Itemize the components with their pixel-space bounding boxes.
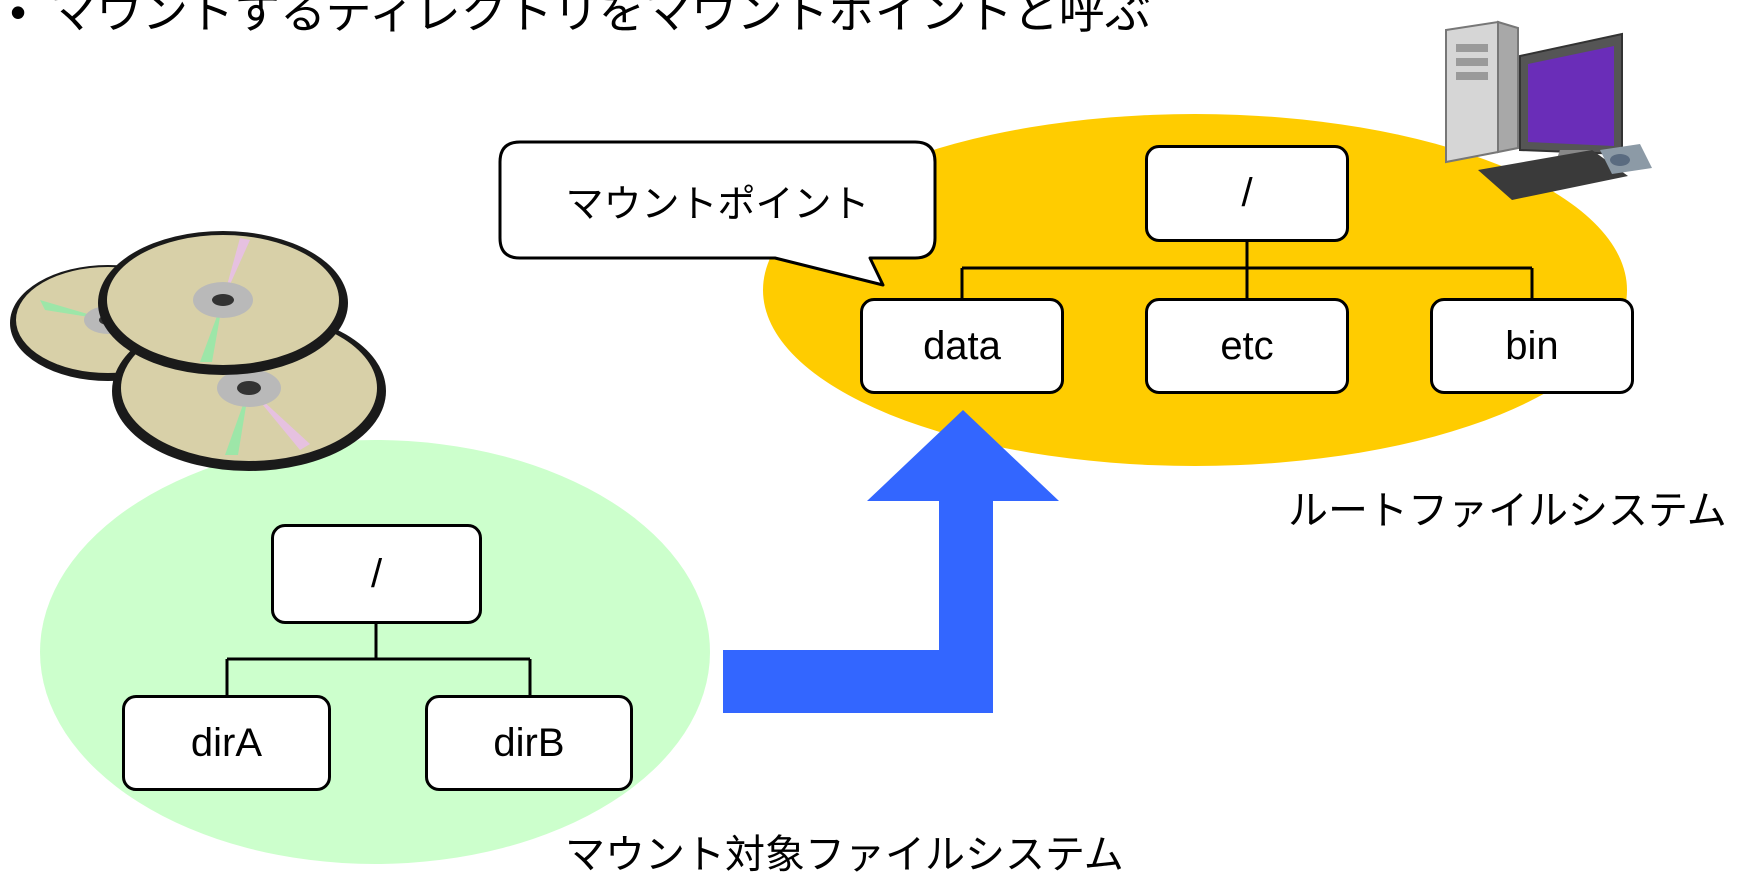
desktop-computer-icon <box>1445 20 1652 200</box>
title-bullet: • <box>10 0 27 38</box>
mount-fs-node-dirA: dirA <box>122 695 331 791</box>
computer-tower <box>1445 20 1499 164</box>
callout-mount-point-label: マウントポイント <box>565 183 870 226</box>
mount-arrow <box>723 410 1059 713</box>
mount-fs-connectors <box>225 624 532 695</box>
mount-fs-label: マウント対象ファイルシステム <box>565 833 1124 877</box>
mount-fs-node-dirB: dirB <box>425 695 633 791</box>
cd-discs-icon <box>10 231 386 471</box>
callout-bubble <box>498 140 937 287</box>
root-fs-node-etc: etc <box>1145 298 1349 394</box>
root-fs-node-bin: bin <box>1430 298 1634 394</box>
root-fs-root-node: / <box>1145 145 1349 242</box>
root-fs-node-data: data <box>860 298 1064 394</box>
mount-fs-root-node: / <box>271 524 482 624</box>
title-text: マウントするディレクトリをマウントポイントと呼ぶ <box>50 0 1151 38</box>
computer-keyboard <box>1478 150 1628 200</box>
slide-title: • マウントするディレクトリをマウントポイントと呼ぶ <box>0 0 1151 42</box>
root-fs-connectors <box>960 242 1534 300</box>
root-fs-label: ルートファイルシステム <box>1288 489 1727 533</box>
cd-disc-top <box>98 231 348 375</box>
